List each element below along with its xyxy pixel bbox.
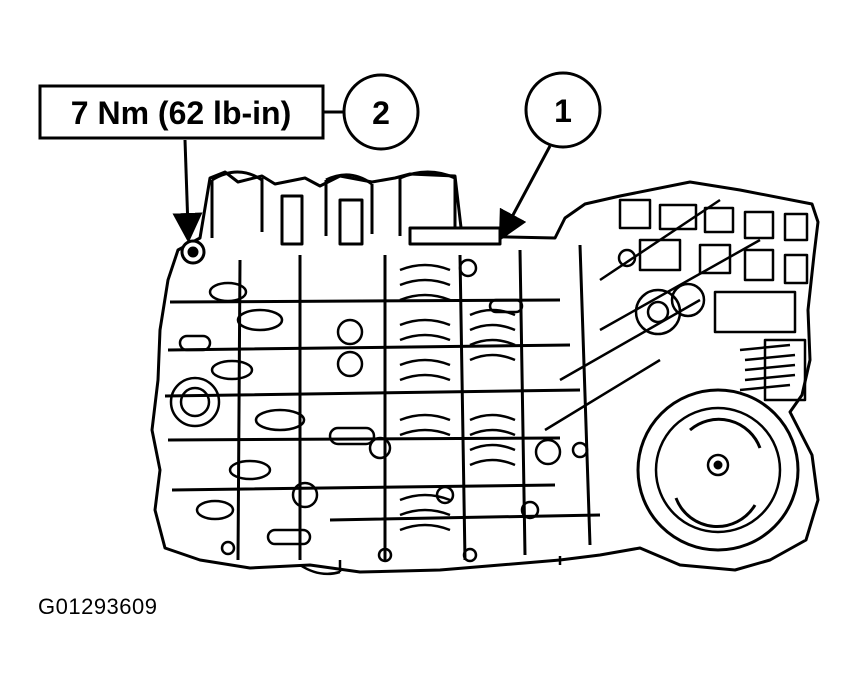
callout-1-number: 1 — [554, 93, 572, 129]
callout-2-number: 2 — [372, 95, 390, 131]
figure-id: G01293609 — [38, 594, 158, 619]
callout-2-leader — [172, 139, 203, 243]
callout-1: 1 — [524, 71, 602, 149]
torque-spec-callout: 7 Nm (62 lb-in) — [38, 84, 344, 140]
callout-2: 2 — [342, 73, 420, 151]
valve-body-illustration — [150, 170, 820, 576]
torque-spec-label: 7 Nm (62 lb-in) — [71, 95, 291, 131]
callout-1-leader — [498, 145, 552, 242]
